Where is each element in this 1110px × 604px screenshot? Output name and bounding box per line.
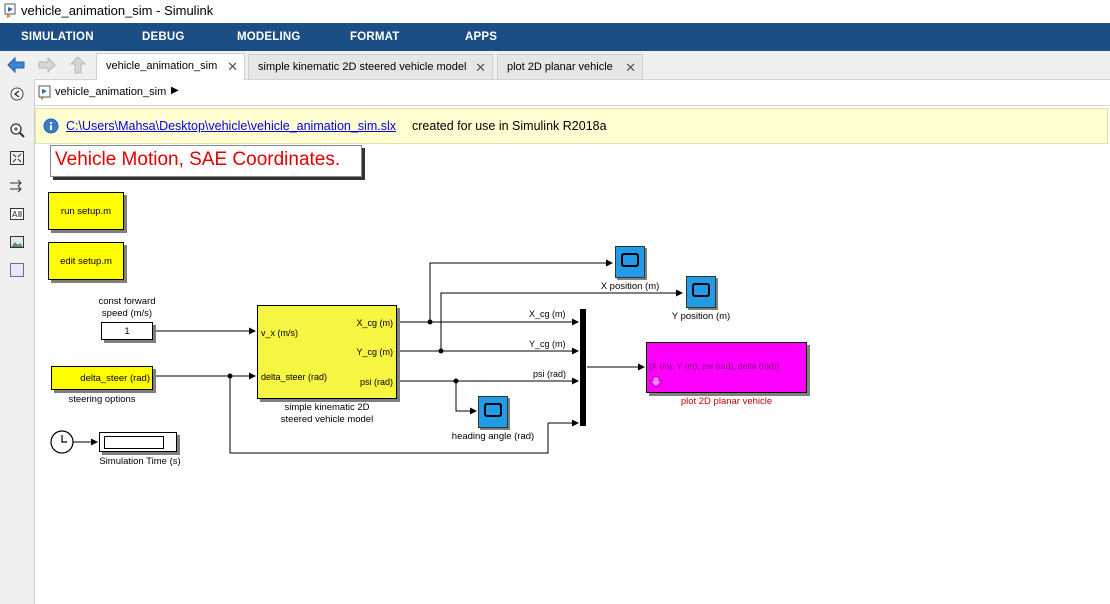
hide-browser-icon[interactable] xyxy=(9,86,25,102)
tab-format[interactable]: FORMAT xyxy=(350,31,400,43)
tool-palette: A xyxy=(0,79,35,604)
back-arrow-icon[interactable] xyxy=(6,55,26,75)
model-canvas[interactable]: Vehicle Motion, SAE Coordinates. run set… xyxy=(35,145,1110,604)
y-position-label: Y position (m) xyxy=(671,311,731,322)
model-file-link[interactable]: C:\Users\Mahsa\Desktop\vehicle\vehicle_a… xyxy=(66,119,396,133)
delta-steer-block[interactable]: delta_steer (rad) xyxy=(51,366,153,390)
display-value-box xyxy=(104,436,164,449)
tab-apps[interactable]: APPS xyxy=(465,31,498,43)
constant-block[interactable]: 1 xyxy=(101,322,153,340)
annotation-text: Vehicle Motion, SAE Coordinates. xyxy=(55,149,341,170)
simulation-time-display[interactable] xyxy=(99,432,177,452)
ribbon-tabs: SIMULATION DEBUG MODELING FORMAT APPS xyxy=(0,23,1110,51)
breadcrumb-arrow-icon[interactable]: ▶ xyxy=(171,85,179,96)
subsystem-name-line1: simple kinematic 2D xyxy=(284,402,370,413)
doc-tab-plot-2d[interactable]: plot 2D planar vehicle ✕ xyxy=(497,54,643,79)
close-icon[interactable]: ✕ xyxy=(475,60,486,75)
heading-angle-label: heading angle (rad) xyxy=(451,431,535,442)
steering-options-label: steering options xyxy=(68,394,136,405)
plot-block-name: plot 2D planar vehicle xyxy=(680,396,773,407)
doc-tab-vehicle-animation-sim[interactable]: vehicle_animation_sim ✕ xyxy=(96,53,245,80)
area-icon[interactable] xyxy=(9,262,25,278)
breadcrumb: vehicle_animation_sim ▶ xyxy=(35,81,1110,106)
kinematic-model-subsystem[interactable]: v_x (m/s) delta_steer (rad) X_cg (m) Y_c… xyxy=(257,305,397,399)
mux-block[interactable] xyxy=(580,309,586,426)
simulink-logo-icon xyxy=(4,3,16,18)
zoom-icon[interactable] xyxy=(9,122,25,138)
svg-text:A: A xyxy=(12,210,18,219)
run-setup-label: run setup.m xyxy=(60,206,112,217)
port-ycg: Y_cg (m) xyxy=(356,347,393,357)
tab-simulation[interactable]: SIMULATION xyxy=(21,31,94,43)
doc-tab-label: simple kinematic 2D steered vehicle mode… xyxy=(258,61,467,73)
window-title: vehicle_animation_sim - Simulink xyxy=(21,3,214,18)
port-vx: v_x (m/s) xyxy=(261,328,298,338)
forward-arrow-icon[interactable] xyxy=(37,55,57,75)
navigation-bar: vehicle_animation_sim ✕ simple kinematic… xyxy=(0,51,1110,80)
scope-screen-icon xyxy=(484,403,502,417)
y-position-scope[interactable] xyxy=(686,276,716,308)
port-delta-steer: delta_steer (rad) xyxy=(261,372,328,382)
signal-lines xyxy=(73,259,683,454)
port-xcg: X_cg (m) xyxy=(356,318,393,328)
x-position-scope[interactable] xyxy=(615,246,645,278)
edit-setup-button[interactable]: edit setup.m xyxy=(48,242,124,280)
const-value: 1 xyxy=(124,326,130,337)
delta-steer-text: delta_steer (rad) xyxy=(80,373,150,384)
breadcrumb-item[interactable]: vehicle_animation_sim xyxy=(55,86,167,98)
const-label-line1: const forward xyxy=(98,296,156,307)
tab-debug[interactable]: DEBUG xyxy=(142,31,185,43)
annotation-box[interactable]: Vehicle Motion, SAE Coordinates. xyxy=(50,145,362,177)
doc-tab-label: vehicle_animation_sim xyxy=(106,60,218,72)
close-icon[interactable]: ✕ xyxy=(625,60,636,75)
plot-input-port: [X (m), Y (m), psi (rad), delta (rad)] xyxy=(649,361,780,371)
subsystem-name-line2: steered vehicle model xyxy=(280,414,374,425)
simulation-time-label: Simulation Time (s) xyxy=(99,456,181,467)
const-label-line2: speed (m/s) xyxy=(101,308,153,319)
scope-screen-icon xyxy=(621,253,639,267)
notification-text: created for use in Simulink R2018a xyxy=(412,119,607,133)
signal-label-psi: psi (rad) xyxy=(533,369,567,379)
image-icon[interactable] xyxy=(9,234,25,250)
title-bar: vehicle_animation_sim - Simulink xyxy=(0,0,1110,23)
heading-angle-scope[interactable] xyxy=(478,396,508,428)
edit-setup-label: edit setup.m xyxy=(60,256,112,267)
doc-tab-kinematic-model[interactable]: simple kinematic 2D steered vehicle mode… xyxy=(248,54,493,79)
plot-2d-vehicle-block[interactable]: [X (m), Y (m), psi (rad), delta (rad)] xyxy=(646,342,807,393)
x-position-label: X position (m) xyxy=(600,281,660,292)
down-arrow-icon xyxy=(649,376,663,388)
run-setup-button[interactable]: run setup.m xyxy=(48,192,124,230)
port-psi: psi (rad) xyxy=(359,377,393,387)
close-icon[interactable]: ✕ xyxy=(227,59,238,74)
signal-label-ycg: Y_cg (m) xyxy=(529,339,566,349)
fit-to-view-icon[interactable] xyxy=(9,150,25,166)
notification-bar: C:\Users\Mahsa\Desktop\vehicle\vehicle_a… xyxy=(35,108,1108,144)
doc-tab-label: plot 2D planar vehicle xyxy=(507,61,613,73)
info-icon xyxy=(43,118,59,134)
up-arrow-icon[interactable] xyxy=(68,55,88,75)
model-icon xyxy=(38,85,51,100)
clock-icon[interactable] xyxy=(50,430,74,454)
scope-screen-icon xyxy=(692,283,710,297)
signal-label-xcg: X_cg (m) xyxy=(529,309,566,319)
tab-modeling[interactable]: MODELING xyxy=(237,31,301,43)
annotation-icon[interactable]: A xyxy=(9,206,25,222)
arrows-icon[interactable] xyxy=(9,178,25,194)
